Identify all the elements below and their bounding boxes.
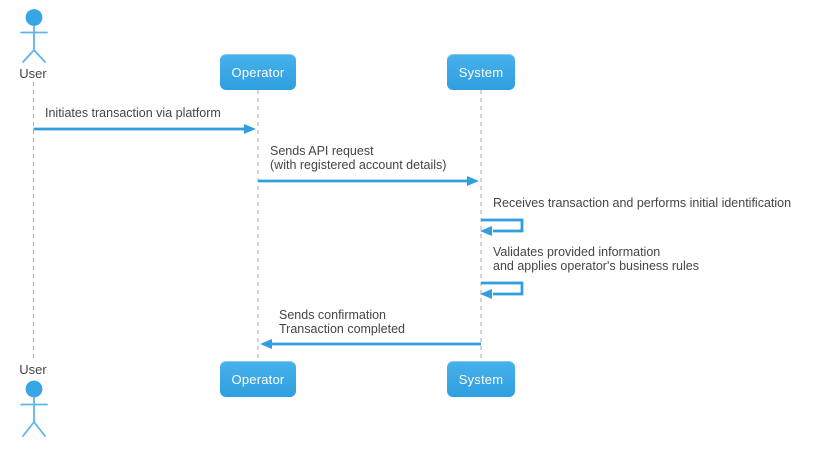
self-message-arrow-1 [480, 218, 524, 236]
message-line: Initiates transaction via platform [45, 106, 221, 120]
message-label-2: Sends API request (with registered accou… [270, 144, 447, 172]
actor-figure-user-bottom-icon [20, 380, 48, 437]
message-arrow-1 [33, 124, 256, 134]
message-arrow-3 [260, 339, 481, 349]
message-line: Receives transaction and performs initia… [493, 196, 792, 210]
message-line: Validates provided information [493, 245, 661, 259]
self-message-arrow-2 [480, 281, 524, 299]
participant-label-system-top: System [458, 64, 504, 80]
message-label-1: Initiates transaction via platform [45, 106, 221, 121]
message-label-5: Sends confirmation Transaction completed [279, 308, 405, 336]
actor-figure-user-top-icon [20, 9, 48, 63]
message-line: Transaction completed [279, 321, 405, 336]
actor-label-user-bottom: User [19, 362, 47, 377]
participant-box-system-bottom: System [447, 361, 515, 397]
actor-label-user-top: User [19, 66, 47, 81]
message-label-3: Receives transaction and performs initia… [493, 196, 792, 211]
participant-box-operator-top: Operator [220, 54, 296, 90]
message-line: and applies operator's business rules [493, 258, 699, 273]
participant-label-operator-top: Operator [231, 64, 285, 80]
message-line: (with registered account details) [270, 157, 447, 172]
message-arrow-2 [258, 176, 479, 186]
message-line: Sends confirmation [279, 308, 387, 322]
participant-box-system-top: System [447, 54, 515, 90]
participant-label-system-bottom: System [458, 371, 504, 387]
participant-box-operator-bottom: Operator [220, 361, 296, 397]
message-label-4: Validates provided information and appli… [493, 245, 699, 273]
message-line: Sends API request [270, 144, 374, 158]
participant-label-operator-bottom: Operator [231, 371, 285, 387]
